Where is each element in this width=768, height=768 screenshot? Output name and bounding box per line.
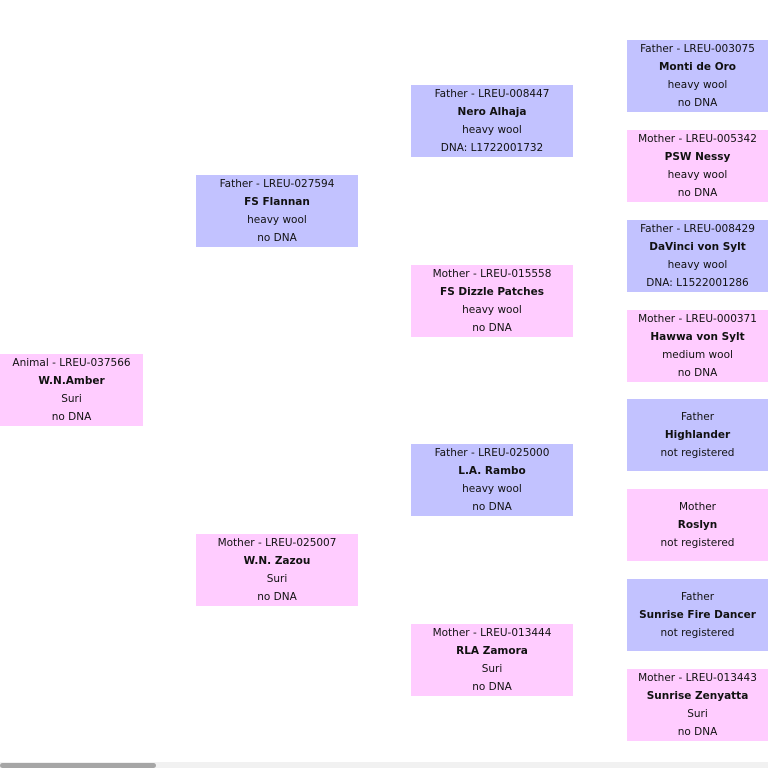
card-name: Sunrise Fire Dancer: [639, 609, 756, 621]
card-wool: heavy wool: [247, 214, 307, 226]
grandparent-card[interactable]: Mother - LREU-013444 RLA Zamora Suri no …: [411, 624, 573, 696]
card-role: Mother - LREU-013444: [432, 627, 552, 639]
card-name: Monti de Oro: [658, 61, 737, 73]
grandparent-card[interactable]: Mother - LREU-015558 FS Dizzle Patches h…: [411, 265, 573, 337]
card-name: RLA Zamora: [456, 645, 528, 657]
great-grandparent-card[interactable]: Mother - LREU-000371 Hawwa von Sylt medi…: [627, 310, 768, 382]
card-name: Hawwa von Sylt: [650, 331, 745, 343]
card-dna: no DNA: [472, 681, 512, 693]
card-dna: no DNA: [472, 501, 512, 513]
card-wool: Suri: [266, 573, 288, 585]
card-dna: no DNA: [677, 97, 718, 109]
card-dna: no DNA: [51, 411, 92, 423]
card-role: Mother - LREU-025007: [217, 537, 337, 549]
grandparent-card[interactable]: Father - LREU-025000 L.A. Rambo heavy wo…: [411, 444, 573, 516]
card-dna: no DNA: [472, 322, 512, 334]
card-wool: heavy wool: [667, 79, 728, 91]
card-role: Father: [680, 591, 715, 603]
card-wool: heavy wool: [462, 483, 522, 495]
card-role: Mother: [678, 501, 717, 513]
card-name: W.N. Zazou: [243, 555, 311, 567]
scrollbar-thumb[interactable]: [0, 763, 156, 768]
card-role: Father - LREU-025000: [434, 447, 550, 459]
card-dna: DNA: L1522001286: [646, 277, 749, 289]
card-role: Mother - LREU-000371: [638, 313, 757, 325]
great-grandparent-card[interactable]: Father - LREU-008429 DaVinci von Sylt he…: [627, 220, 768, 292]
card-role: Father - LREU-027594: [219, 178, 335, 190]
father-card[interactable]: Father - LREU-027594 FS Flannan heavy wo…: [196, 175, 358, 247]
card-wool: heavy wool: [667, 259, 728, 271]
card-status: not registered: [660, 447, 735, 459]
card-status: not registered: [660, 627, 735, 639]
card-role: Mother - LREU-015558: [432, 268, 552, 280]
great-grandparent-card[interactable]: Mother Roslyn not registered: [627, 489, 768, 561]
card-dna: no DNA: [677, 726, 718, 738]
card-name: Highlander: [664, 429, 731, 441]
great-grandparent-card[interactable]: Mother - LREU-005342 PSW Nessy heavy woo…: [627, 130, 768, 202]
card-role: Father - LREU-008447: [434, 88, 550, 100]
card-role: Father - LREU-008429: [640, 223, 755, 235]
card-role: Animal - LREU-037566: [12, 357, 131, 369]
card-name: Sunrise Zenyatta: [646, 690, 749, 702]
card-role: Mother - LREU-005342: [638, 133, 757, 145]
card-name: DaVinci von Sylt: [649, 241, 746, 253]
mother-card[interactable]: Mother - LREU-025007 W.N. Zazou Suri no …: [196, 534, 358, 606]
card-wool: heavy wool: [462, 304, 522, 316]
animal-card[interactable]: Animal - LREU-037566 W.N.Amber Suri no D…: [0, 354, 143, 426]
great-grandparent-card[interactable]: Father - LREU-003075 Monti de Oro heavy …: [627, 40, 768, 112]
card-wool: medium wool: [662, 349, 733, 361]
card-dna: no DNA: [257, 591, 297, 603]
card-name: FS Dizzle Patches: [440, 286, 544, 298]
card-name: Nero Alhaja: [457, 106, 527, 118]
card-name: L.A. Rambo: [458, 465, 526, 477]
card-name: W.N.Amber: [38, 375, 105, 387]
card-status: not registered: [660, 537, 735, 549]
grandparent-card[interactable]: Father - LREU-008447 Nero Alhaja heavy w…: [411, 85, 573, 157]
great-grandparent-card[interactable]: Mother - LREU-013443 Sunrise Zenyatta Su…: [627, 669, 768, 741]
horizontal-scrollbar[interactable]: [0, 762, 768, 768]
card-name: PSW Nessy: [664, 151, 731, 163]
card-dna: no DNA: [677, 187, 718, 199]
card-role: Mother - LREU-013443: [638, 672, 757, 684]
card-wool: Suri: [481, 663, 503, 675]
card-wool: heavy wool: [462, 124, 522, 136]
great-grandparent-card[interactable]: Father Sunrise Fire Dancer not registere…: [627, 579, 768, 651]
card-role: Father - LREU-003075: [640, 43, 755, 55]
card-wool: Suri: [687, 708, 708, 720]
card-name: FS Flannan: [244, 196, 310, 208]
card-wool: Suri: [61, 393, 82, 405]
card-dna: no DNA: [677, 367, 718, 379]
card-dna: no DNA: [257, 232, 297, 244]
card-dna: DNA: L1722001732: [440, 142, 544, 154]
card-role: Father: [680, 411, 715, 423]
great-grandparent-card[interactable]: Father Highlander not registered: [627, 399, 768, 471]
card-wool: heavy wool: [667, 169, 728, 181]
card-name: Roslyn: [677, 519, 718, 531]
